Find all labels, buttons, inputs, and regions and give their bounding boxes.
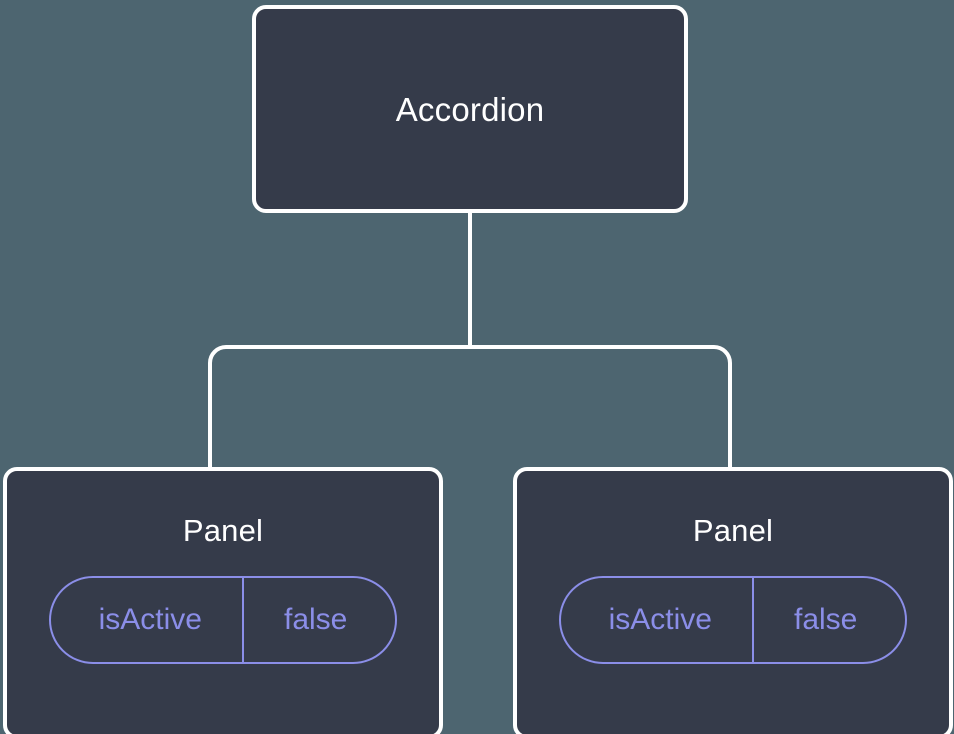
node-panel-2-prop-key: isActive — [608, 603, 712, 636]
node-accordion[interactable]: Accordion — [252, 5, 688, 213]
node-panel-2-label: Panel — [692, 513, 774, 548]
node-panel-1-label: Panel — [182, 513, 264, 548]
node-panel-2-prop-value: false — [751, 578, 905, 662]
node-panel-1-prop-value: false — [241, 578, 395, 662]
node-accordion-label: Accordion — [395, 90, 545, 128]
node-panel-2-prop-pill[interactable]: isActive false — [558, 576, 908, 664]
edge-bus-left — [208, 345, 470, 469]
node-panel-1[interactable]: Panel isActive false — [3, 467, 443, 734]
node-panel-1-prop-key: isActive — [98, 603, 202, 636]
node-panel-2[interactable]: Panel isActive false — [513, 467, 953, 734]
edge-bus-right — [470, 345, 732, 469]
node-panel-1-prop-pill[interactable]: isActive false — [48, 576, 398, 664]
